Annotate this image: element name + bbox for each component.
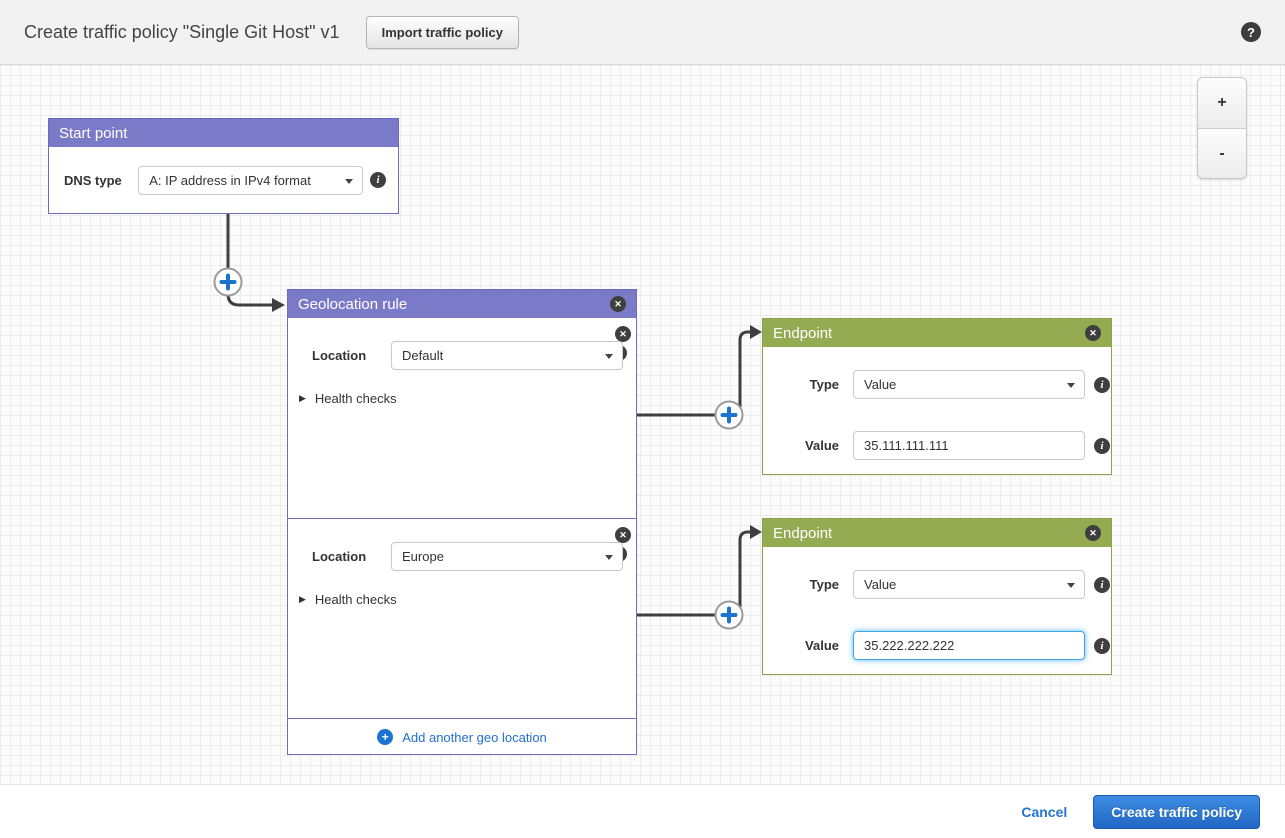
info-icon[interactable]: i	[1094, 577, 1110, 593]
start-point-header: Start point	[49, 119, 398, 147]
endpoint-value-input[interactable]	[853, 431, 1085, 460]
plus-circle-icon: +	[377, 729, 393, 745]
chevron-down-icon	[1067, 583, 1075, 588]
endpoint-type-selected-value: Value	[864, 577, 896, 592]
location-dropdown[interactable]: Default	[391, 341, 623, 370]
add-another-geo-location-label: Add another geo location	[402, 730, 547, 745]
info-icon[interactable]: i	[370, 172, 386, 188]
dns-type-dropdown[interactable]: A: IP address in IPv4 format	[138, 166, 363, 195]
add-rule-connector-button[interactable]	[215, 269, 242, 296]
add-another-geo-location-button[interactable]: + Add another geo location	[288, 718, 636, 755]
location-dropdown[interactable]: Europe	[391, 542, 623, 571]
dns-type-label: DNS type	[64, 173, 138, 188]
endpoint-type-selected-value: Value	[864, 377, 896, 392]
health-checks-label: Health checks	[315, 391, 397, 406]
endpoint-value-input-focused[interactable]	[853, 631, 1085, 660]
endpoint-type-label: Type	[805, 577, 839, 592]
add-endpoint-connector-button-2[interactable]	[716, 602, 743, 629]
arrowhead-icon	[750, 325, 762, 339]
dns-type-selected-value: A: IP address in IPv4 format	[149, 173, 311, 188]
endpoint-node-1: Endpoint ✕ Type Value i Value i	[762, 318, 1112, 475]
close-icon[interactable]: ✕	[610, 296, 626, 312]
arrowhead-icon	[272, 298, 285, 312]
canvas-zoom-controls: + -	[1197, 77, 1247, 179]
endpoint-value-label: Value	[805, 638, 839, 653]
endpoint-node-2: Endpoint ✕ Type Value i Value i	[762, 518, 1112, 675]
zoom-out-button[interactable]: -	[1198, 128, 1246, 178]
geo-location-section-europe: ✕ i Location Europe ▶ Health checks	[288, 518, 636, 718]
help-icon[interactable]: ?	[1241, 22, 1261, 42]
endpoint-type-dropdown[interactable]: Value	[853, 570, 1085, 599]
info-icon[interactable]: i	[1094, 638, 1110, 654]
chevron-down-icon	[605, 354, 613, 359]
close-icon[interactable]: ✕	[615, 326, 631, 342]
chevron-down-icon	[345, 179, 353, 184]
chevron-down-icon	[605, 555, 613, 560]
cancel-button[interactable]: Cancel	[1021, 804, 1067, 820]
arrowhead-icon	[750, 525, 762, 539]
action-footer: Cancel Create traffic policy	[0, 784, 1285, 838]
geolocation-rule-title: Geolocation rule	[298, 296, 407, 313]
disclosure-triangle-icon: ▶	[299, 594, 306, 605]
import-traffic-policy-button[interactable]: Import traffic policy	[366, 16, 519, 49]
location-label: Location	[312, 549, 378, 564]
zoom-in-button[interactable]: +	[1198, 78, 1246, 128]
add-endpoint-connector-button-1[interactable]	[716, 402, 743, 429]
geo-location-section-default: ✕ i Location Default ▶ Health checks	[288, 318, 636, 518]
location-selected-value: Default	[402, 348, 443, 363]
endpoint-value-label: Value	[805, 438, 839, 453]
location-label: Location	[312, 348, 378, 363]
geolocation-rule-node: Geolocation rule ✕ ✕ i Location Default …	[287, 289, 637, 755]
chevron-down-icon	[1067, 383, 1075, 388]
health-checks-toggle[interactable]: ▶ Health checks	[299, 592, 636, 607]
endpoint-header: Endpoint ✕	[763, 519, 1111, 547]
endpoint-type-label: Type	[805, 377, 839, 392]
close-icon[interactable]: ✕	[1085, 325, 1101, 341]
info-icon[interactable]: i	[1094, 438, 1110, 454]
geolocation-rule-header: Geolocation rule ✕	[288, 290, 636, 318]
start-point-node: Start point DNS type A: IP address in IP…	[48, 118, 399, 214]
location-selected-value: Europe	[402, 549, 444, 564]
page-header: Create traffic policy "Single Git Host" …	[0, 0, 1285, 65]
endpoint-type-dropdown[interactable]: Value	[853, 370, 1085, 399]
health-checks-toggle[interactable]: ▶ Health checks	[299, 391, 636, 406]
create-traffic-policy-button[interactable]: Create traffic policy	[1093, 795, 1260, 829]
policy-editor-canvas: + - Start point DNS type A: IP address i…	[0, 65, 1285, 784]
endpoint-title: Endpoint	[773, 325, 832, 342]
info-icon[interactable]: i	[1094, 377, 1110, 393]
page-title: Create traffic policy "Single Git Host" …	[24, 22, 340, 43]
start-point-title: Start point	[59, 125, 127, 142]
close-icon[interactable]: ✕	[615, 527, 631, 543]
disclosure-triangle-icon: ▶	[299, 393, 306, 404]
endpoint-title: Endpoint	[773, 525, 832, 542]
close-icon[interactable]: ✕	[1085, 525, 1101, 541]
endpoint-header: Endpoint ✕	[763, 319, 1111, 347]
health-checks-label: Health checks	[315, 592, 397, 607]
